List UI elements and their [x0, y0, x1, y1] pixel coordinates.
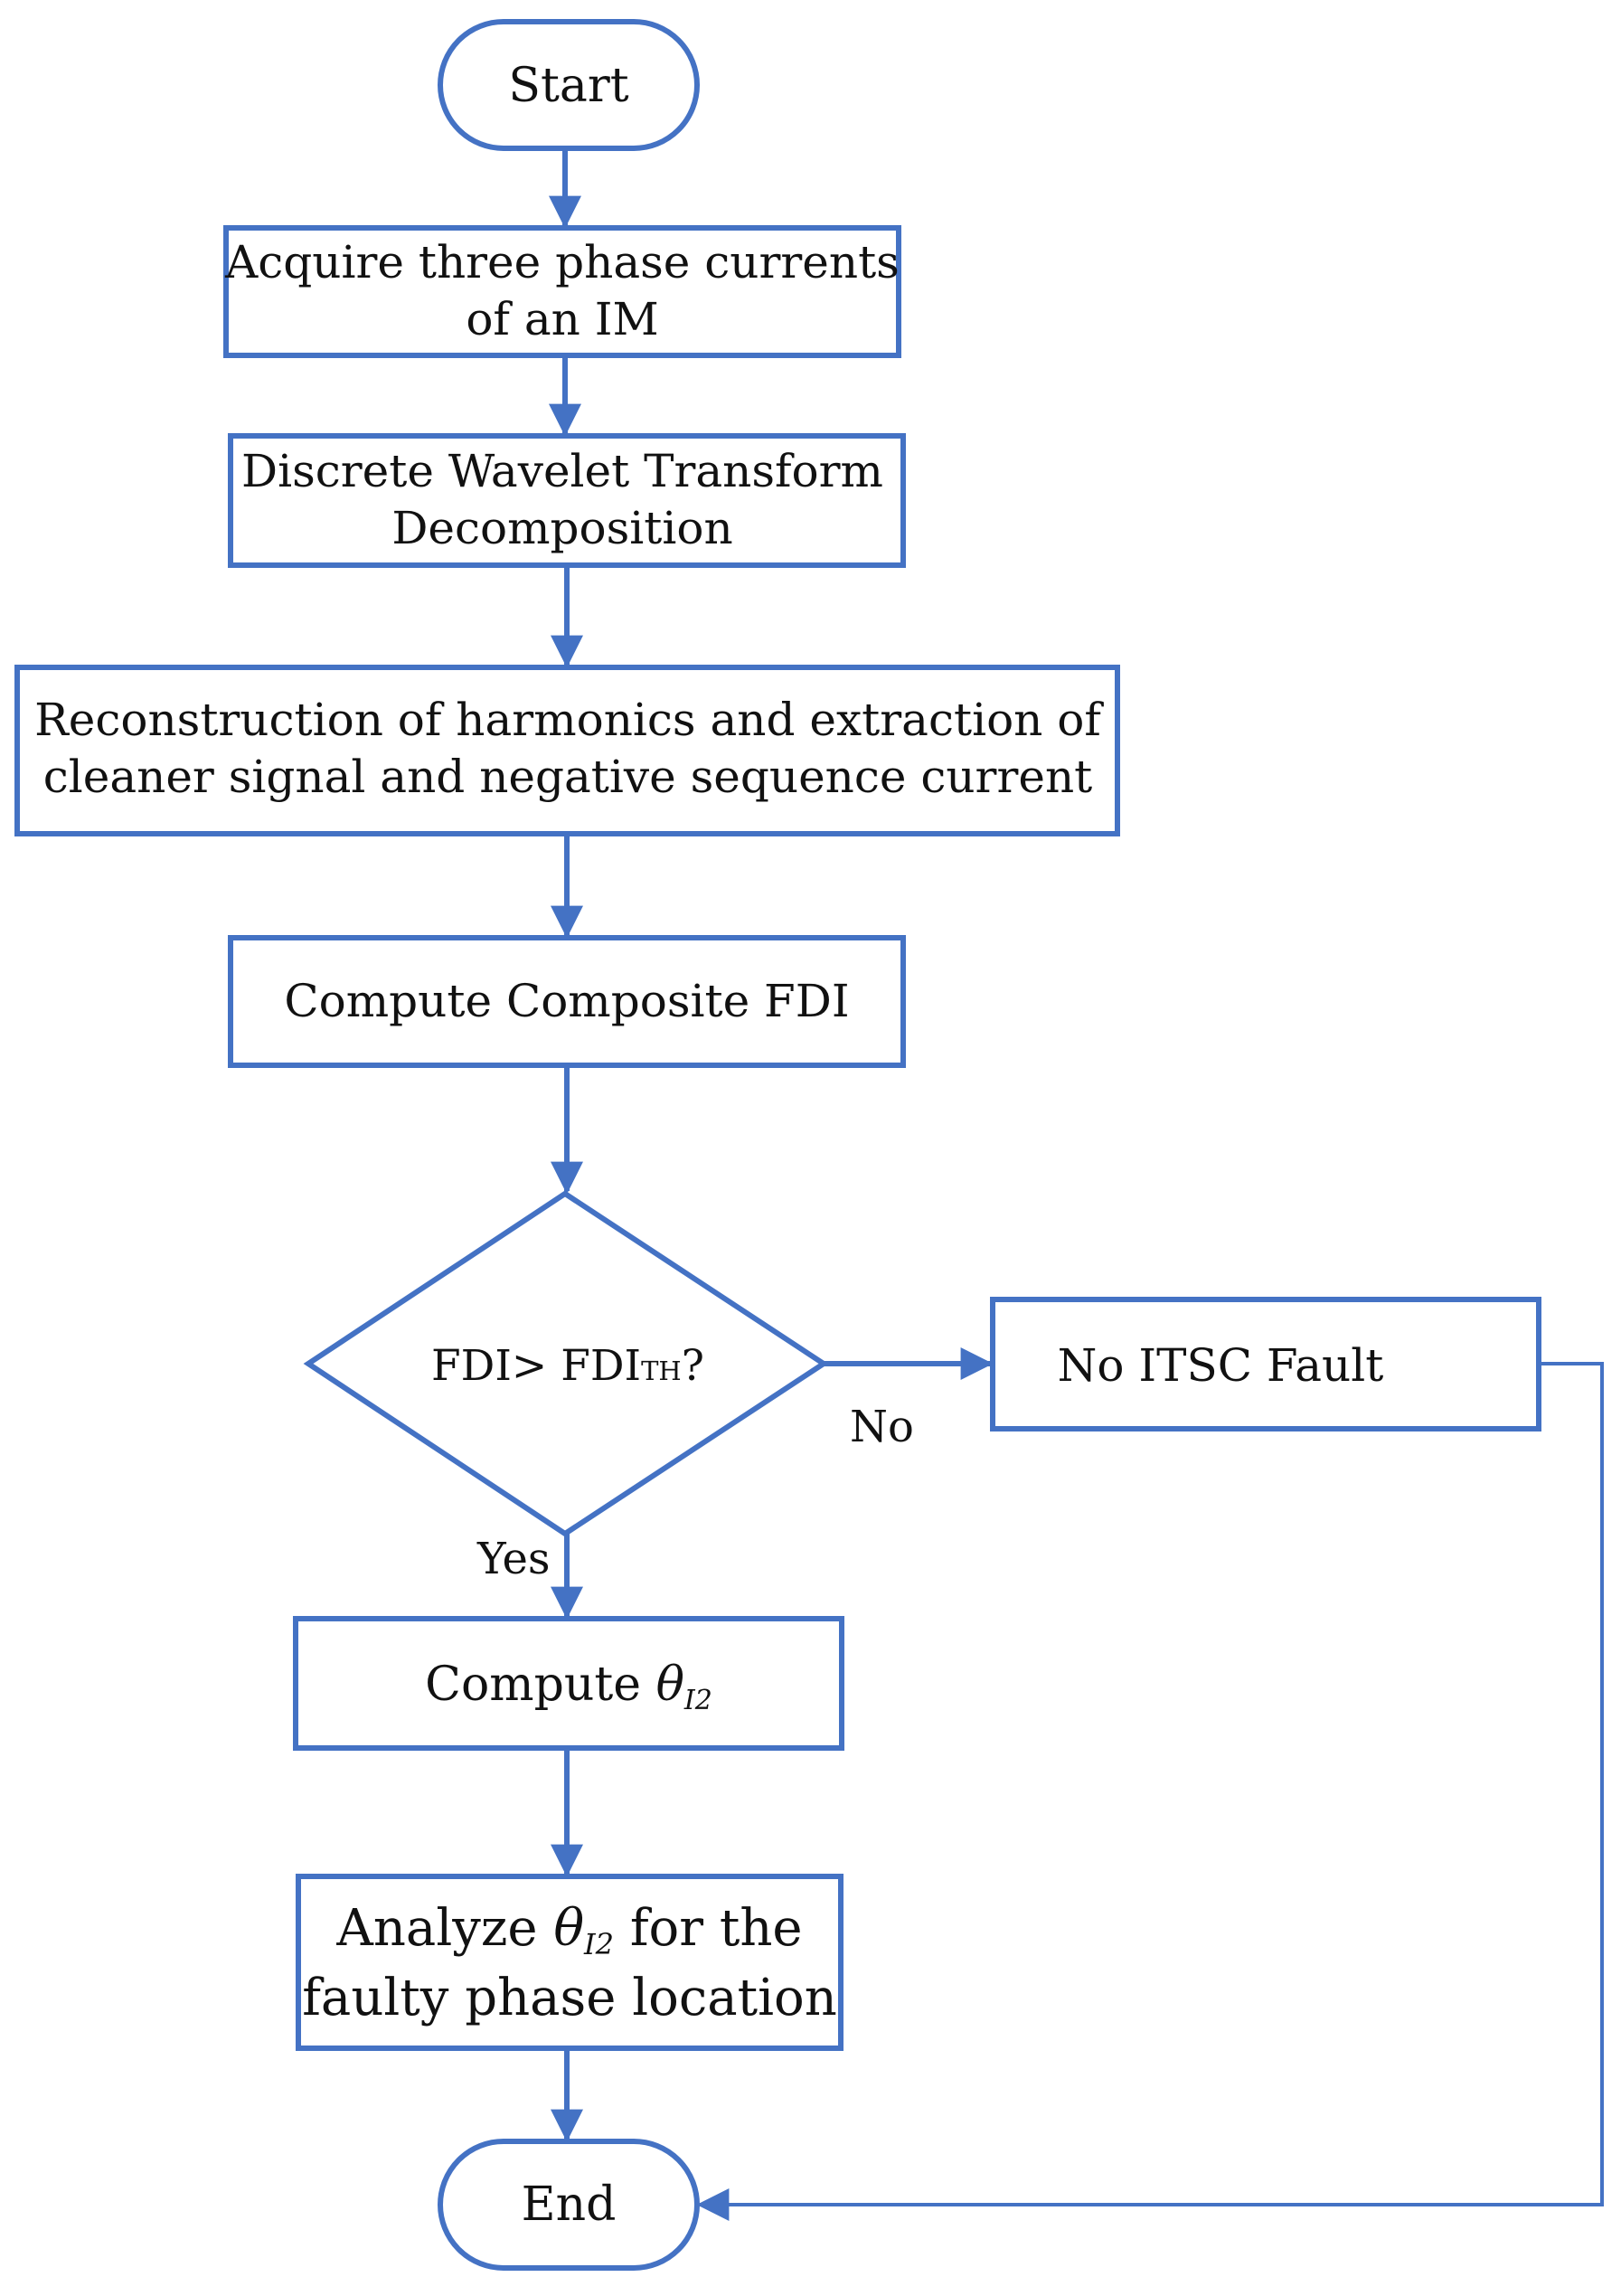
no-fault-label: No ITSC Fault — [1058, 1339, 1384, 1392]
acquire-label-line1: Acquire three phase currents — [224, 236, 900, 288]
edge-label-yes: Yes — [476, 1534, 551, 1584]
decision-node: FDI> FDITH? — [303, 1190, 829, 1537]
acquire-label-line2: of an IM — [466, 293, 658, 345]
analyze-label-line2: faulty phase location — [302, 1969, 837, 2027]
analyze-theta-symbol: θ — [553, 1899, 584, 1958]
compute-theta-prefix: Compute — [425, 1658, 655, 1712]
dwt-node: Discrete Wavelet Transform Decomposition — [228, 433, 906, 568]
end-node: End — [438, 2139, 700, 2271]
connectors — [549, 148, 1604, 2221]
theta-symbol: θ — [656, 1658, 684, 1712]
compute-fdi-label: Compute Composite FDI — [284, 975, 849, 1027]
decision-suffix: ? — [682, 1341, 704, 1391]
analyze-node: Analyze θI2 for the faulty phase locatio… — [296, 1874, 843, 2051]
analyze-suffix: for the — [614, 1899, 803, 1958]
decision-label: FDI> FDITH? — [431, 1341, 704, 1391]
reconstruct-node: Reconstruction of harmonics and extracti… — [14, 665, 1120, 836]
acquire-node: Acquire three phase currents of an IM — [223, 225, 901, 358]
no-fault-node: No ITSC Fault — [990, 1297, 1541, 1431]
end-label: End — [522, 2178, 617, 2232]
compute-theta-label: Compute θI2 — [425, 1658, 712, 1716]
dwt-label-line1: Discrete Wavelet Transform — [241, 445, 883, 497]
dwt-label-line2: Decomposition — [391, 502, 732, 554]
decision-subscript: TH — [641, 1356, 682, 1386]
compute-fdi-node: Compute Composite FDI — [228, 935, 906, 1068]
analyze-theta-subscript: I2 — [583, 1927, 614, 1961]
start-label: Start — [508, 59, 628, 113]
decision-main: FDI> FDI — [431, 1341, 641, 1391]
edge-label-no: No — [850, 1402, 914, 1452]
compute-theta-node: Compute θI2 — [293, 1616, 844, 1751]
arrow-nofault-to-end — [696, 1362, 1604, 2221]
theta-subscript: I2 — [683, 1685, 712, 1716]
reconstruct-label-line2: cleaner signal and negative sequence cur… — [43, 751, 1093, 803]
analyze-label-line1: Analyze θI2 for the — [335, 1899, 802, 1961]
start-node: Start — [438, 19, 700, 151]
reconstruct-label-line1: Reconstruction of harmonics and extracti… — [34, 694, 1104, 746]
analyze-prefix: Analyze — [335, 1899, 553, 1958]
